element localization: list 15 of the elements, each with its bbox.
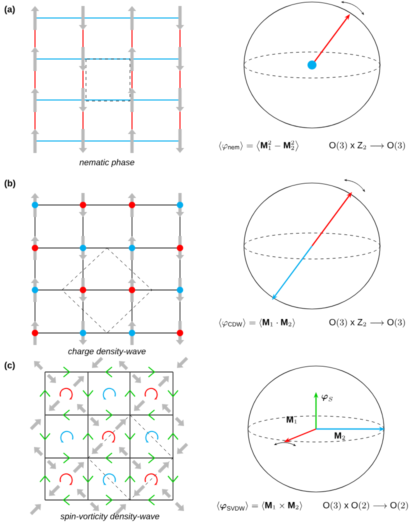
panel-label: (c) [4,362,15,370]
symmetry-formula: $\mathrm{O}(3)\ \mathrm{x}\ \mathrm{Z}_2 \longrightarrow \mathrm{O}(3)$ [329,318,405,328]
panel-label: (a) [4,6,15,14]
panel-caption: charge density-wave [68,348,146,356]
formula: $\left\langle \boldsymbol{\varphi}_{\mathrm{SVDW}} \right\rangle = \left\langle \mathbf{M}_1 \times \mathbf{M}_2 \right\rangle$ [217,501,302,511]
vector-label: $\boldsymbol{\varphi}_S$ [322,394,333,402]
symmetry-formula: $\mathrm{O}(3)\ \mathrm{x}\ \mathrm{Z}_2 \longrightarrow \mathrm{O}(3)$ [329,142,405,150]
symmetry-formula: $\mathrm{O}(3)\ \mathrm{x}\ \mathrm{O}(2) \longrightarrow \mathrm{O}(2)$ [323,501,408,510]
formula: $\left\langle \varphi_{\mathrm{nem}} \right\rangle = \left\langle \mathbf{M}_1^2 - \mathbf{M}_2^2 \right\rangle$ [219,140,298,152]
panel-label: (b) [4,180,16,188]
vector-label: $\mathbf{M}_1$ [286,416,297,424]
panel-caption: spin-vorticity density-wave [60,513,160,521]
panel-caption: nematic phase [80,159,134,167]
vector-label: $\mathbf{M}_2$ [334,432,345,440]
formula: $\left\langle \varphi_{\mathrm{CDW}} \right\rangle = \left\langle \mathbf{M}_1 \cdot \mathbf{M}_2 \right\rangle$ [219,318,295,328]
